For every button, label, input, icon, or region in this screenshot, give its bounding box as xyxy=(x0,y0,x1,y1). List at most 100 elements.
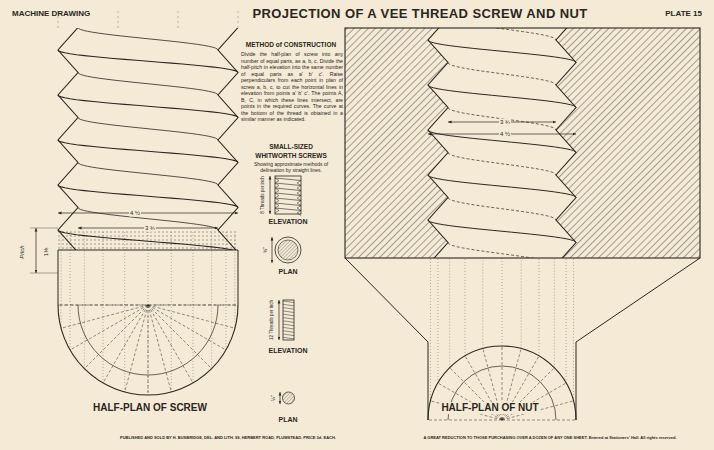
thread-vee xyxy=(297,206,301,211)
thread-vee xyxy=(275,188,279,193)
small-screw xyxy=(275,176,301,214)
thread-vee xyxy=(275,178,279,183)
thread-line xyxy=(283,304,294,306)
dimension-line xyxy=(36,228,37,273)
thread-line xyxy=(275,188,301,191)
projector-line xyxy=(70,232,71,350)
thread-line xyxy=(283,337,294,339)
thread-root xyxy=(78,28,218,50)
thread-count: 8 Threads per inch xyxy=(260,176,265,213)
nut-elevation xyxy=(345,28,700,258)
projector-line xyxy=(449,258,450,368)
thread-vee xyxy=(275,183,279,188)
projector-line xyxy=(211,232,212,369)
plate-title: PROJECTION OF A VEE THREAD SCREW AND NUT xyxy=(252,7,587,22)
dimension-line xyxy=(280,392,281,404)
screw-elevation xyxy=(58,28,238,250)
thread-line xyxy=(283,318,294,320)
thread-root xyxy=(78,163,218,186)
thread-vee xyxy=(297,211,301,216)
thread-vee xyxy=(297,186,301,191)
radial-line xyxy=(70,305,148,350)
thread-root xyxy=(428,40,576,63)
imprint: A GREAT REDUCTION TO THOSE PURCHASING OV… xyxy=(423,436,676,441)
small-plan xyxy=(278,240,298,260)
thread-vee xyxy=(297,181,301,186)
view-title: ELEVATION xyxy=(268,218,307,226)
thread-profile xyxy=(58,28,78,250)
small-plan xyxy=(275,237,301,263)
extension-line xyxy=(30,228,58,229)
thread-line xyxy=(283,301,294,303)
thread-root xyxy=(428,175,576,198)
note-body: Divide the half-plan of screw into any n… xyxy=(241,51,343,123)
radial-line xyxy=(428,420,502,421)
thread-root xyxy=(428,130,576,153)
construction-line xyxy=(58,240,238,241)
thread-line xyxy=(283,314,294,316)
dimension: 3 ¾ xyxy=(144,225,156,232)
dimension: 1⅛ xyxy=(43,248,50,256)
radial-line xyxy=(103,305,148,383)
radial-line xyxy=(148,305,238,306)
thread-line xyxy=(275,198,301,201)
projector-line xyxy=(539,258,540,356)
thread-vee xyxy=(275,208,279,213)
plan-side xyxy=(238,250,239,305)
thread-line xyxy=(283,334,294,336)
dimension-line xyxy=(279,300,280,340)
plate-number: PLATE 15 xyxy=(665,9,702,18)
thread-crest xyxy=(58,140,238,163)
thread-line xyxy=(283,321,294,323)
projector-line xyxy=(566,258,567,383)
view-title: HALF-PLAN OF SCREW xyxy=(92,402,208,414)
small-screw xyxy=(283,300,294,340)
dimension-name: Pitch xyxy=(19,245,26,258)
radial-line xyxy=(148,305,171,392)
construction-line xyxy=(238,10,239,28)
thread-vee xyxy=(297,201,301,206)
dimension: 4 ½ xyxy=(499,131,511,138)
projector-line xyxy=(225,232,226,350)
projector-line xyxy=(171,232,172,392)
thread-crest xyxy=(448,108,556,131)
extension-line xyxy=(30,273,58,274)
view-title: HALF-PLAN OF NUT xyxy=(440,402,539,414)
projector-line xyxy=(430,258,431,401)
plan-outline xyxy=(576,258,700,420)
thread-vee xyxy=(275,203,279,208)
thread-line xyxy=(283,324,294,326)
projector-line xyxy=(437,258,438,383)
plan-arc xyxy=(428,346,576,420)
dimension: 3 ¾ xyxy=(499,119,511,126)
projector-line xyxy=(234,232,235,328)
thread-line xyxy=(283,308,294,310)
thread-line xyxy=(275,178,301,181)
projector-line xyxy=(61,232,62,328)
projector-line xyxy=(573,258,574,401)
thread-crest xyxy=(448,198,556,221)
projector-line xyxy=(84,232,85,369)
projector-line xyxy=(193,232,194,383)
thread-root xyxy=(78,73,218,96)
radial-line xyxy=(61,305,148,328)
sheet-series: MACHINE DRAWING xyxy=(12,9,90,18)
radial-line xyxy=(148,305,226,350)
dimension-line xyxy=(58,213,238,214)
section-note: Showing approximate methods of delineati… xyxy=(246,161,336,174)
dimension-line xyxy=(272,237,273,263)
projector-line xyxy=(124,232,125,392)
thread-line xyxy=(275,203,301,206)
projector-line xyxy=(148,232,149,395)
nut-bore xyxy=(428,28,576,258)
dimension: 4 ½ xyxy=(129,210,141,217)
thread-line xyxy=(275,193,301,196)
imprint: PUBLISHED AND SOLD BY H. BUSBRIDGE, DEL.… xyxy=(120,436,336,441)
thread-line xyxy=(283,331,294,333)
thread-crest xyxy=(448,63,556,86)
plan-outline xyxy=(345,258,428,420)
projector-line xyxy=(502,258,503,346)
radial-line xyxy=(125,305,148,392)
thread-vee xyxy=(297,196,301,201)
